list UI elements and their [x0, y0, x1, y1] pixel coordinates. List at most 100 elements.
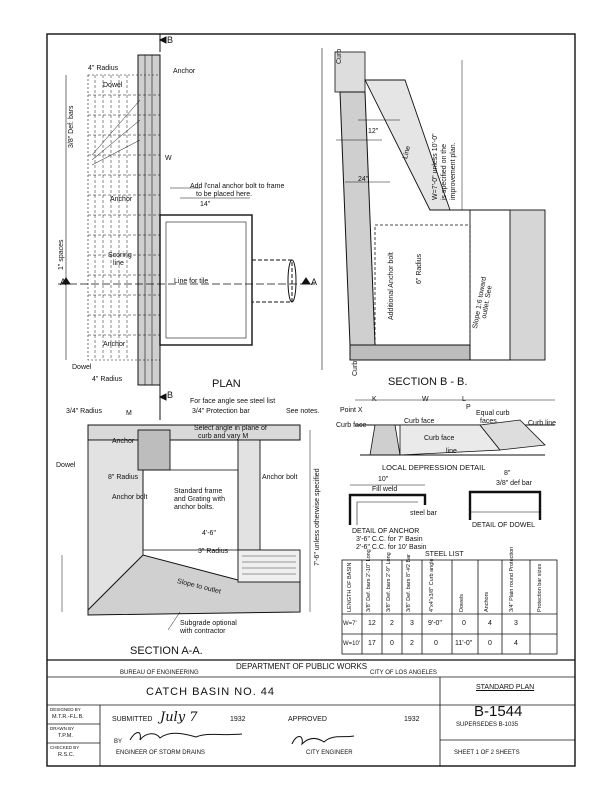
- section-aa-see-notes: See notes.: [286, 408, 320, 415]
- plan-radius-top-label: 4" Radius: [88, 65, 119, 72]
- anchor-dim-10: 10": [378, 476, 389, 483]
- anchor-line-1: 3'-6" C.C. for 7' Basin: [356, 536, 423, 543]
- section-bb-view: [321, 48, 546, 370]
- city-engineer-signature: [291, 735, 355, 746]
- section-aa-title: SECTION A-A.: [130, 645, 203, 657]
- section-aa-anchor: Anchor: [112, 438, 135, 445]
- depression-equal: Equal curb: [476, 410, 510, 417]
- tb-approved-label: APPROVED: [288, 716, 327, 723]
- section-bb-floor: [349, 344, 471, 361]
- plan-w-label: W: [165, 155, 172, 162]
- steel-header-8: Protection bar sizes: [537, 563, 543, 612]
- section-bb-radius: 6" Radius: [416, 253, 423, 284]
- tb-by-label: BY: [114, 739, 123, 745]
- steel-row-0-cell-4: 9'-0": [428, 620, 442, 627]
- section-aa-radius-34: 3/4" Radius: [66, 408, 102, 415]
- plan-back-wall: [137, 54, 161, 386]
- section-bb-w-note-2: is specified on the: [441, 143, 448, 200]
- steel-list-table: [341, 559, 558, 655]
- section-bb-w-note-1: W=7'-0" unless 10'-0": [432, 133, 439, 200]
- section-aa-radius-8: 8" Radius: [108, 474, 139, 481]
- steel-row-0-cell-1: 12: [368, 620, 376, 627]
- section-aa-outlet: [237, 549, 301, 583]
- plan-slab: [87, 74, 161, 361]
- dowel-def-bar: 3/8" def bar: [496, 480, 532, 487]
- steel-row-0-cell-5: 0: [462, 620, 466, 627]
- tb-submitted-label: SUBMITTED: [112, 716, 153, 723]
- tb-bureau: BUREAU OF ENGINEERING: [120, 670, 199, 676]
- plan-spaces-label: 1" spaces: [58, 239, 65, 270]
- steel-row-1-cell-5: 11'-0": [455, 640, 473, 647]
- tb-standard-plan: STANDARD PLAN: [476, 684, 535, 691]
- section-aa-dowel: Dowel: [56, 462, 76, 469]
- depression-title: LOCAL DEPRESSION DETAIL: [382, 463, 486, 472]
- depression-point-x: Point X: [340, 407, 363, 414]
- section-aa-frame-1: Standard frame: [174, 488, 223, 495]
- section-aa-side-note: 7'-6" unless otherwise specified: [314, 468, 321, 566]
- section-bb-dim-12: 12": [368, 128, 379, 135]
- plan-section-b-top: B: [167, 35, 174, 45]
- plan-anchor-bot-label: Anchor: [103, 341, 126, 348]
- section-aa-frame-2: and Grating with: [174, 496, 225, 503]
- steel-row-0-cell-2: 2: [390, 620, 394, 627]
- steel-row-1-cell-2: 0: [390, 640, 394, 647]
- section-bb-anchor-bolt: Additional Anchor bolt: [388, 252, 395, 320]
- dowel-detail: [468, 490, 542, 520]
- tb-drawn-by: T.P.M.: [58, 733, 73, 739]
- anchor-detail: [348, 484, 427, 525]
- steel-header-4: 4"x4"x3/8" Curb angle: [429, 558, 435, 612]
- steel-row-1-cell-3: 2: [410, 640, 414, 647]
- plan-radius-bot-label: 4" Radius: [92, 376, 123, 383]
- section-bb-curb-bot-label: Curb: [352, 360, 359, 376]
- plan-dowel-bot-label: Dowel: [72, 364, 92, 371]
- depression-curb-face-mid: Curb face: [424, 435, 455, 442]
- depression-line: line: [446, 448, 457, 455]
- plan-scoring-label-2: line: [113, 260, 124, 267]
- tb-checked-by-label: CHECKED BY: [50, 745, 80, 750]
- section-bb-curb-top: [334, 51, 366, 93]
- steel-header-5: Dowels: [459, 593, 465, 612]
- plan-dowel-top-label: Dowel: [103, 82, 123, 89]
- local-depression-detail: [355, 399, 555, 456]
- section-aa-depth: 4'-6": [202, 530, 216, 537]
- steel-header-7: 3/4" Plain round Protection: [509, 546, 515, 612]
- steel-row-0-cell-0: W=7': [343, 621, 357, 627]
- section-aa-select-1: Select angle in plane of: [194, 425, 267, 432]
- plan-section-b-bot: B: [167, 390, 174, 400]
- anchor-title: DETAIL OF ANCHOR: [352, 528, 420, 535]
- depression-k: K: [372, 396, 377, 403]
- plan-anchor-mid-label: Anchor: [110, 196, 133, 203]
- tb-supersedes: SUPERSEDES B-1035: [456, 722, 519, 728]
- title-block: [47, 676, 575, 766]
- plan-title: PLAN: [212, 378, 241, 390]
- plan-scoring-label-1: Scoring: [108, 252, 132, 259]
- depression-w: W: [422, 396, 429, 403]
- tb-department: DEPARTMENT OF PUBLIC WORKS: [236, 662, 368, 671]
- anchor-fillweld: Fill weld: [372, 486, 398, 493]
- depression-curb-line: Curb line: [528, 420, 557, 427]
- steel-header-2: 3/8" Def. bars 2'-9" Long: [386, 552, 392, 612]
- plan-add-note-1: Add l'cnal anchor bolt to frame: [190, 183, 285, 190]
- plan-dim-14: 14": [200, 201, 211, 208]
- dowel-dim-8: 8": [504, 470, 511, 477]
- tb-city: CITY OF LOS ANGELES: [370, 670, 437, 676]
- section-aa-m: M: [126, 410, 132, 417]
- tb-sheet: SHEET 1 OF 2 SHEETS: [454, 750, 520, 756]
- depression-l: L: [462, 396, 466, 403]
- plan-def-bars-label: 3/8" Def. bars: [68, 105, 75, 148]
- section-aa-right-wall: [237, 439, 261, 551]
- tb-drawn-by-label: DRAWN BY: [50, 726, 75, 731]
- steel-row-1-cell-6: 0: [488, 640, 492, 647]
- section-bb-curb-top-label: Curb: [336, 48, 343, 64]
- tb-approved-year: 1932: [404, 716, 420, 723]
- tb-submitted-year: 1932: [230, 716, 246, 723]
- tb-submitted-date: July 7: [160, 710, 198, 725]
- steel-row-0-cell-6: 4: [488, 620, 492, 627]
- section-aa-select-2: curb and vary M: [198, 433, 249, 440]
- section-aa-anchor-bolt-right: Anchor bolt: [262, 474, 298, 481]
- section-bb-w-note-3: improvement plan.: [450, 142, 457, 200]
- steel-list-title: STEEL LIST: [425, 551, 464, 558]
- plan-anchor-top-label: Anchor: [173, 68, 196, 75]
- section-aa-subgrade-1: Subgrade optional: [180, 620, 237, 627]
- section-aa-subgrade-2: with contractor: [180, 628, 226, 635]
